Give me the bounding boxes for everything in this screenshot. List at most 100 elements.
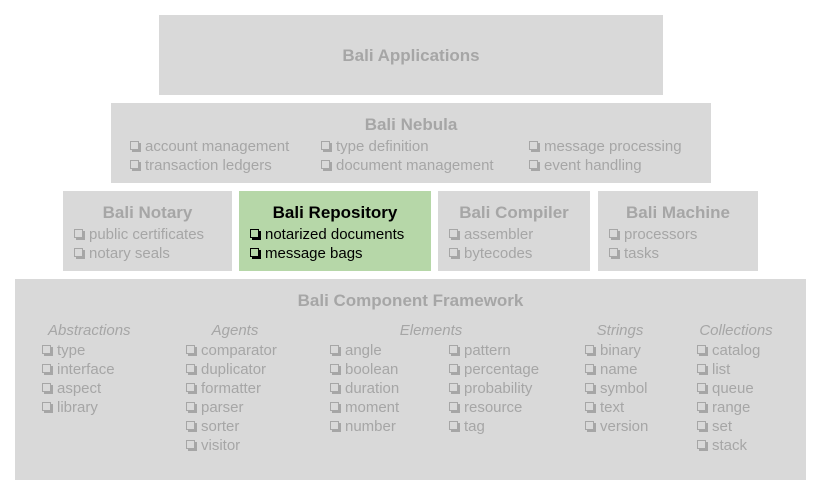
checkbox-icon [186,440,195,449]
applications-title: Bali Applications [342,46,480,65]
list-item: binary [584,341,641,360]
list-item: duplicator [185,360,266,379]
list-item: library [41,398,98,417]
checkbox-icon [585,383,594,392]
checkbox-icon [609,229,618,238]
checkbox-icon [529,160,538,169]
machine-title: Bali Machine [626,203,730,222]
framework-title: Bali Component Framework [297,291,524,310]
framework-layer: Bali Component Framework Abstractions ty… [15,279,806,480]
checkbox-icon [130,160,139,169]
checkbox-icon [449,345,458,354]
checkbox-icon [42,364,51,373]
list-item: formatter [185,379,261,398]
checkbox-icon [529,141,538,150]
machine-layer: Bali Machine processors tasks [598,191,758,271]
checkbox-icon [330,402,339,411]
checkbox-icon [585,421,594,430]
checkbox-icon [697,421,706,430]
list-item: queue [696,379,754,398]
list-item: range [696,398,750,417]
checkbox-icon [609,248,618,257]
checkbox-icon [585,345,594,354]
list-item: aspect [41,379,101,398]
list-item: pattern [448,341,511,360]
checkbox-icon [186,402,195,411]
checkbox-icon [697,402,706,411]
checkbox-icon [697,383,706,392]
list-item: probability [448,379,532,398]
checkbox-icon [585,364,594,373]
list-item: sorter [185,417,239,436]
repository-title: Bali Repository [272,203,398,222]
checkbox-icon [42,402,51,411]
list-item: processors [608,225,697,244]
list-item: transaction ledgers [129,156,272,175]
checkbox-icon [130,141,139,150]
compiler-layer: Bali Compiler assembler bytecodes [438,191,590,271]
checkbox-icon [186,345,195,354]
list-item: percentage [448,360,539,379]
list-item: resource [448,398,522,417]
elements-heading: Elements [399,322,463,339]
checkbox-icon [42,383,51,392]
checkbox-icon [330,364,339,373]
list-item: interface [41,360,115,379]
checkbox-icon [186,421,195,430]
list-item: event handling [528,156,642,175]
nebula-layer: Bali Nebula account management transacti… [111,103,711,183]
list-item: visitor [185,436,240,455]
checkbox-icon [697,364,706,373]
list-item: stack [696,436,747,455]
checkbox-icon [321,160,330,169]
list-item: notary seals [73,244,170,263]
list-item: message bags [249,244,363,263]
checkbox-icon [330,383,339,392]
abstractions-heading: Abstractions [48,322,131,339]
checkbox-icon [330,421,339,430]
list-item: bytecodes [448,244,532,263]
list-item: account management [129,137,289,156]
checkbox-icon [250,229,259,238]
checkbox-icon [330,345,339,354]
checkbox-icon [74,248,83,257]
repository-layer: Bali Repository notarized documents mess… [239,191,431,271]
strings-heading: Strings [596,322,644,339]
nebula-title: Bali Nebula [364,115,458,134]
list-item: comparator [185,341,277,360]
checkbox-icon [449,383,458,392]
list-item: tasks [608,244,659,263]
applications-layer: Bali Applications [159,15,663,95]
notary-title: Bali Notary [102,203,193,222]
checkbox-icon [449,402,458,411]
checkbox-icon [186,383,195,392]
checkbox-icon [321,141,330,150]
list-item: set [696,417,732,436]
compiler-title: Bali Compiler [459,203,569,222]
list-item: text [584,398,624,417]
checkbox-icon [697,345,706,354]
checkbox-icon [449,229,458,238]
list-item: parser [185,398,244,417]
list-item: number [329,417,396,436]
list-item: message processing [528,137,682,156]
list-item: assembler [448,225,533,244]
checkbox-icon [74,229,83,238]
list-item: type definition [320,137,429,156]
list-item: moment [329,398,399,417]
agents-heading: Agents [211,322,259,339]
checkbox-icon [449,364,458,373]
collections-heading: Collections [699,322,773,339]
list-item: catalog [696,341,760,360]
list-item: notarized documents [249,225,404,244]
list-item: version [584,417,648,436]
list-item: list [696,360,730,379]
list-item: symbol [584,379,648,398]
checkbox-icon [697,440,706,449]
checkbox-icon [250,248,259,257]
list-item: name [584,360,638,379]
checkbox-icon [585,402,594,411]
checkbox-icon [42,345,51,354]
list-item: type [41,341,85,360]
list-item: public certificates [73,225,204,244]
